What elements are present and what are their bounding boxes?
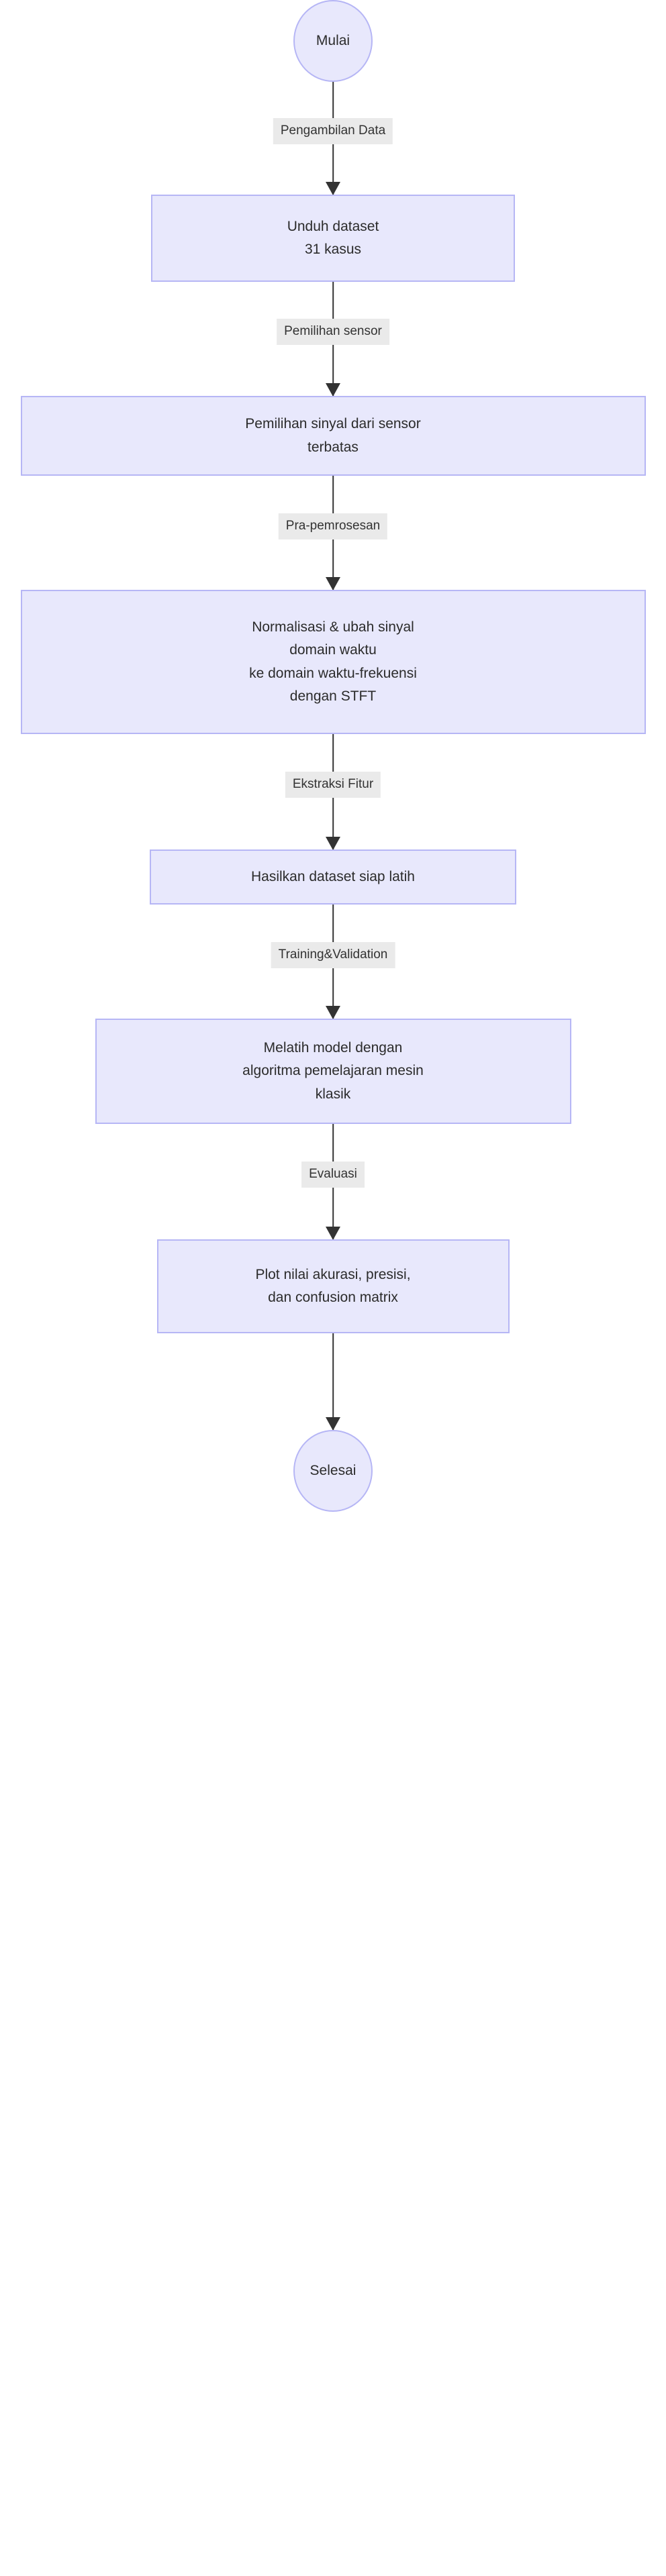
- node-start-label: Mulai: [316, 32, 350, 48]
- edge-select-to-preprocess: Pra-pemrosesan: [278, 476, 388, 590]
- node-plot-nilai-label: Plot nilai akurasi, presisi, dan confusi…: [255, 1266, 411, 1305]
- arrowhead-icon: [326, 383, 340, 397]
- edge-label-evaluasi: Evaluasi: [301, 1162, 365, 1188]
- node-pemilihan-sinyal[interactable]: Pemilihan sinyal dari sensor terbatas: [20, 396, 646, 476]
- node-unduh-dataset[interactable]: Unduh dataset 31 kasus: [151, 195, 515, 282]
- node-normalisasi-stft[interactable]: Normalisasi & ubah sinyal domain waktu k…: [20, 590, 646, 734]
- edge-label-training-validation: Training&Validation: [271, 942, 395, 968]
- node-end[interactable]: Selesai: [293, 1430, 373, 1512]
- node-end-label: Selesai: [310, 1462, 356, 1478]
- node-hasilkan-dataset-label: Hasilkan dataset siap latih: [251, 868, 415, 884]
- edge-download-to-select: Pemilihan sensor: [277, 282, 389, 397]
- node-melatih-model[interactable]: Melatih model dengan algoritma pemelajar…: [95, 1019, 571, 1124]
- arrowhead-icon: [326, 1227, 340, 1240]
- arrowhead-icon: [326, 182, 340, 195]
- edge-plot-to-end: [326, 1333, 340, 1431]
- edge-label-ekstraksi-fitur: Ekstraksi Fitur: [285, 772, 381, 798]
- arrowhead-icon: [326, 577, 340, 590]
- node-unduh-dataset-label: Unduh dataset 31 kasus: [287, 218, 379, 257]
- node-start[interactable]: Mulai: [293, 0, 373, 82]
- node-plot-nilai[interactable]: Plot nilai akurasi, presisi, dan confusi…: [156, 1239, 510, 1333]
- edge-train-to-plot: Evaluasi: [301, 1124, 365, 1240]
- edge-preprocess-to-dataset: Ekstraksi Fitur: [285, 734, 381, 850]
- edge-line: [332, 1333, 334, 1430]
- edge-dataset-to-train: Training&Validation: [271, 905, 395, 1019]
- edge-label-pra-pemrosesan: Pra-pemrosesan: [278, 513, 388, 539]
- edge-label-pemilihan-sensor: Pemilihan sensor: [277, 319, 389, 345]
- node-pemilihan-sinyal-label: Pemilihan sinyal dari sensor terbatas: [245, 416, 421, 455]
- arrowhead-icon: [326, 1417, 340, 1431]
- node-hasilkan-dataset[interactable]: Hasilkan dataset siap latih: [150, 849, 516, 905]
- edge-label-pengambilan-data: Pengambilan Data: [273, 118, 393, 144]
- node-melatih-model-label: Melatih model dengan algoritma pemelajar…: [242, 1040, 424, 1102]
- node-normalisasi-stft-label: Normalisasi & ubah sinyal domain waktu k…: [249, 619, 417, 704]
- arrowhead-icon: [326, 1006, 340, 1019]
- arrowhead-icon: [326, 837, 340, 850]
- edge-start-to-download: Pengambilan Data: [273, 82, 393, 195]
